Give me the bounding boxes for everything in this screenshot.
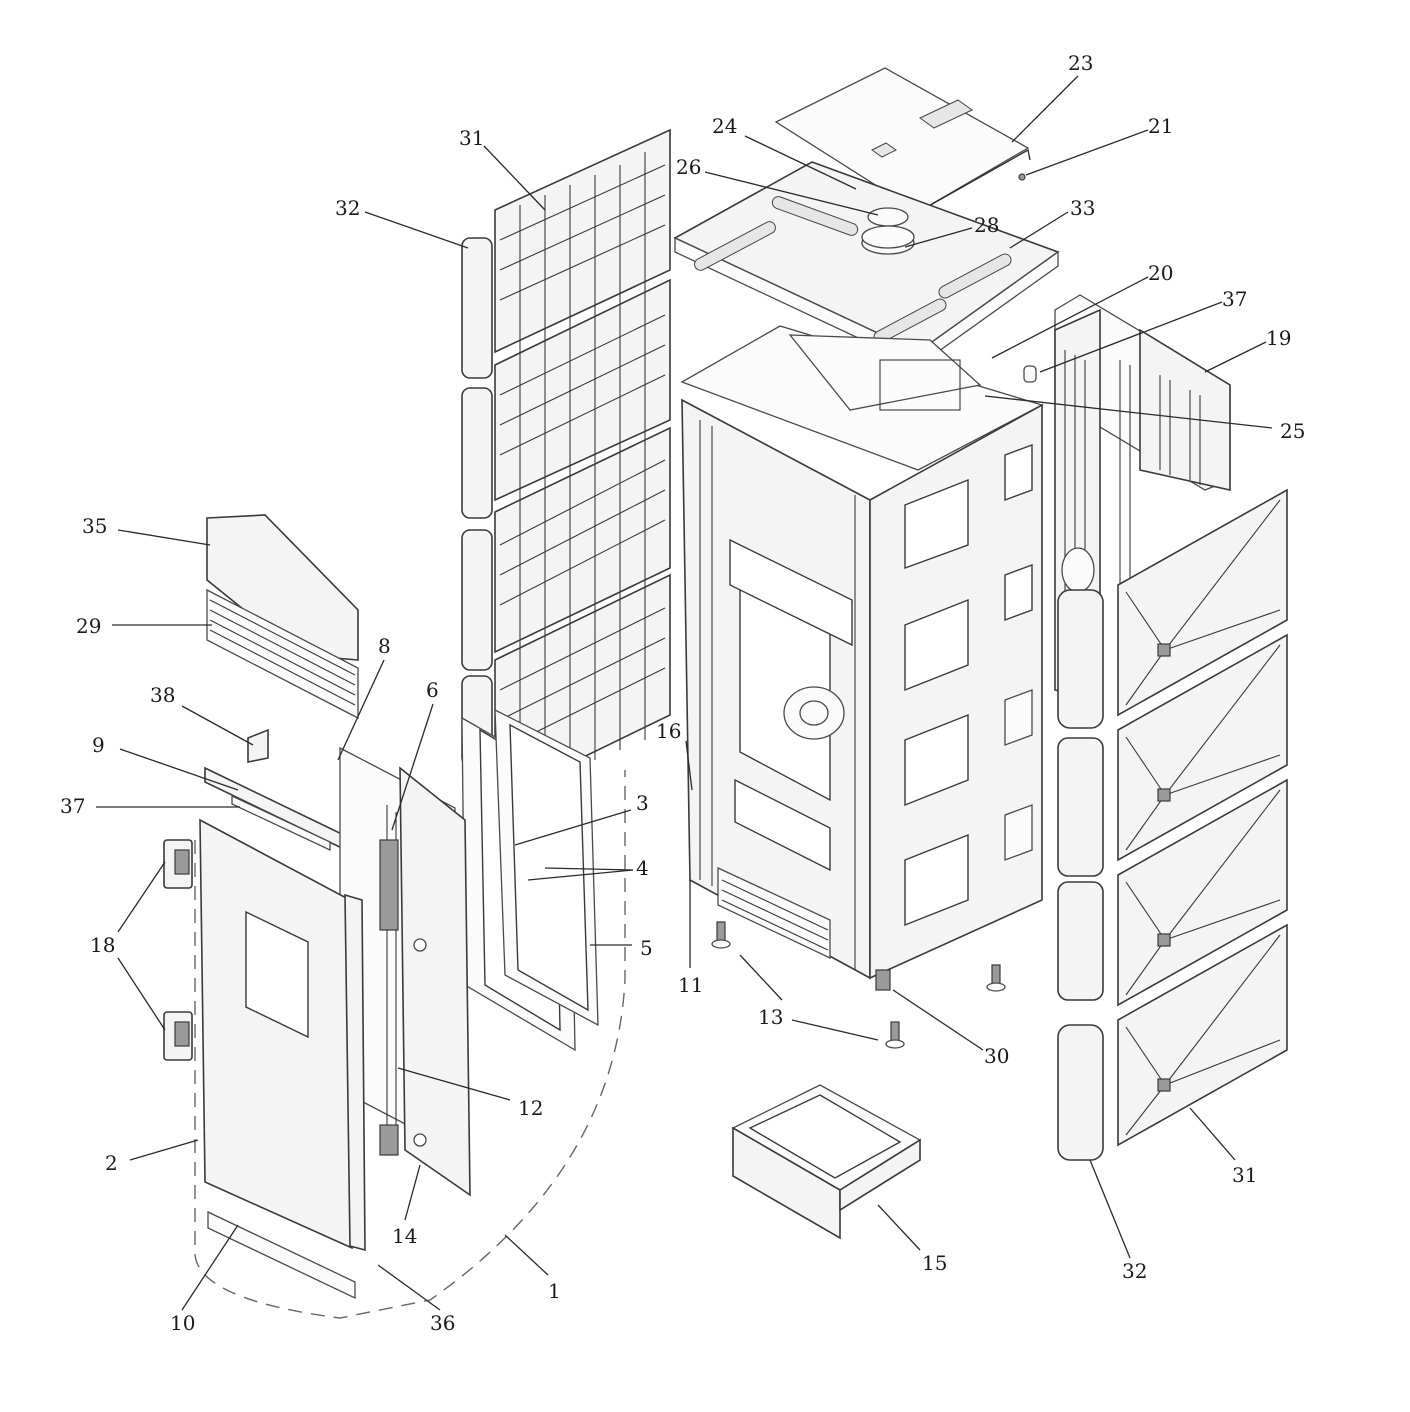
top-grille-block bbox=[204, 514, 359, 854]
corner-bracket bbox=[875, 969, 891, 991]
door-gasket-frames bbox=[461, 708, 599, 1052]
top-cover-screw bbox=[1018, 173, 1026, 181]
callout-2: 2 bbox=[105, 1151, 118, 1175]
ceramic-panel-grid bbox=[499, 152, 666, 790]
callout-6: 6 bbox=[426, 678, 439, 702]
leader-lines bbox=[96, 75, 1273, 1311]
callout-24: 24 bbox=[712, 114, 737, 138]
callout-1: 1 bbox=[548, 1279, 561, 1303]
flue-collar bbox=[861, 207, 915, 255]
ash-drawer bbox=[731, 1084, 922, 1240]
left-side-ceramic-panels bbox=[494, 128, 671, 802]
callout-5: 5 bbox=[640, 936, 653, 960]
right-corner-profiles bbox=[1057, 589, 1104, 1161]
callout-38: 38 bbox=[150, 683, 175, 707]
callout-25: 25 bbox=[1280, 419, 1305, 443]
callout-18: 18 bbox=[90, 933, 115, 957]
callout-21: 21 bbox=[1148, 114, 1173, 138]
callout-8: 8 bbox=[378, 634, 391, 658]
callout-31-top: 31 bbox=[459, 126, 484, 150]
callout-13: 13 bbox=[758, 1005, 783, 1029]
adjustable-foot bbox=[711, 921, 1006, 1049]
pressure-knob bbox=[1023, 365, 1037, 383]
callout-14: 14 bbox=[392, 1224, 417, 1248]
callout-31-bottom: 31 bbox=[1232, 1163, 1257, 1187]
door-hinge bbox=[163, 839, 193, 1061]
callout-19: 19 bbox=[1266, 326, 1291, 350]
callout-9: 9 bbox=[92, 733, 105, 757]
callout-37-top: 37 bbox=[1222, 287, 1247, 311]
left-corner-profiles bbox=[461, 237, 493, 767]
callout-33: 33 bbox=[1070, 196, 1095, 220]
door-inner-plate bbox=[339, 746, 471, 1197]
callout-3: 3 bbox=[636, 791, 649, 815]
right-side-ceramic-panels bbox=[1117, 488, 1288, 1147]
callout-37-left: 37 bbox=[60, 794, 85, 818]
stove-body-frame bbox=[680, 325, 1044, 980]
callout-29: 29 bbox=[76, 614, 101, 638]
callout-11: 11 bbox=[678, 973, 703, 997]
callout-26: 26 bbox=[676, 155, 701, 179]
callout-30: 30 bbox=[984, 1044, 1009, 1068]
callout-36: 36 bbox=[430, 1311, 455, 1335]
callout-32-left: 32 bbox=[335, 196, 360, 220]
door-assembly-outline bbox=[194, 770, 626, 1319]
callout-labels: 23 21 24 31 26 28 33 32 20 37 19 25 35 2… bbox=[60, 51, 1305, 1335]
callout-12: 12 bbox=[518, 1096, 543, 1120]
callout-16: 16 bbox=[656, 719, 681, 743]
door-front-panel bbox=[199, 818, 366, 1300]
top-cover-panel bbox=[774, 67, 1031, 213]
callout-4: 4 bbox=[636, 856, 649, 880]
top-frame bbox=[673, 161, 1060, 368]
callout-15: 15 bbox=[922, 1251, 947, 1275]
callout-10: 10 bbox=[170, 1311, 195, 1335]
callout-20: 20 bbox=[1148, 261, 1173, 285]
callout-28: 28 bbox=[974, 213, 999, 237]
callout-32-bottom: 32 bbox=[1122, 1259, 1147, 1283]
callout-23: 23 bbox=[1068, 51, 1093, 75]
callout-35: 35 bbox=[82, 514, 107, 538]
